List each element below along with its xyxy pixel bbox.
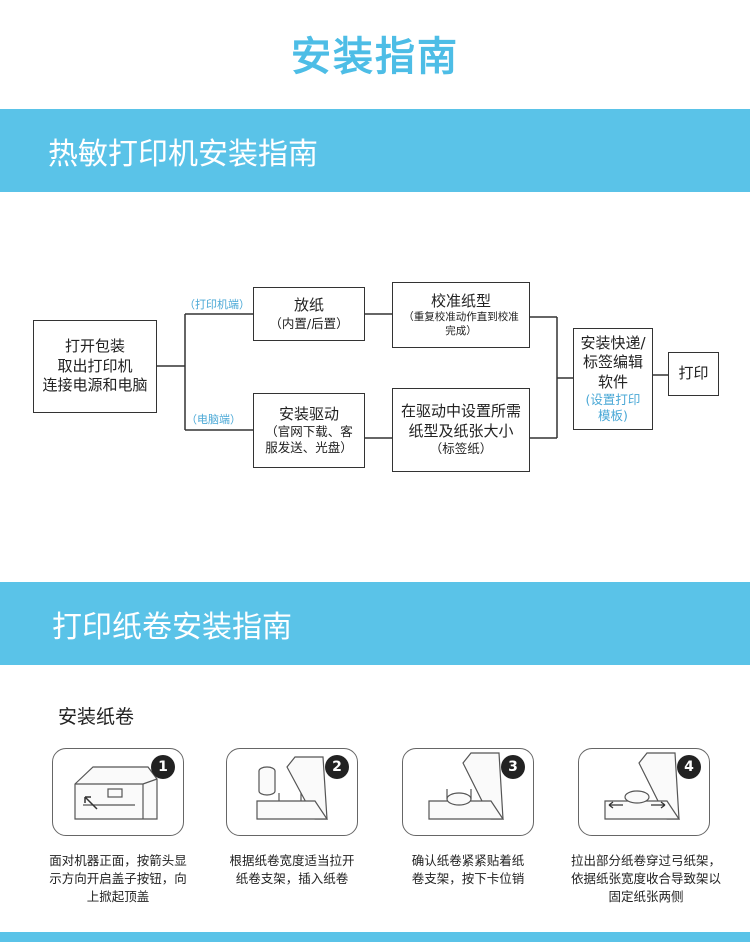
step-number-badge: 1	[151, 755, 175, 779]
software-main-2: 标签编辑	[582, 353, 643, 371]
calibrate-main: 校准纸型	[430, 291, 491, 310]
start-line-1: 打开包装	[64, 337, 125, 356]
driver-sub-1: （官网下载、客	[265, 424, 353, 439]
caption-line: 上掀起顶盖	[86, 889, 150, 905]
page-title: 安装指南	[291, 34, 459, 80]
print-main: 打印	[678, 364, 709, 383]
driver-sub-2: 服发送、光盘）	[265, 440, 353, 456]
step-set-paper-box: 在驱动中设置所需 纸型及纸张大小 （标签纸）	[392, 388, 530, 472]
caption-line: 根据纸卷宽度适当拉开	[229, 853, 355, 868]
install-roll-subtitle: 安装纸卷	[58, 706, 135, 728]
software-sub-1: (设置打印	[585, 392, 641, 407]
paper-main: 放纸	[293, 296, 324, 315]
printer-roll-inserted-icon	[428, 752, 505, 820]
branch-label-printer: （打印机端）	[184, 298, 250, 311]
caption-line: 卷支架，按下卡位销	[411, 871, 525, 887]
step-install-driver-box: 安装驱动 （官网下载、客 服发送、光盘）	[253, 393, 365, 468]
calibrate-sub-1: （重复校准动作直到校准	[403, 311, 519, 324]
section-band-thermal-printer: 热敏打印机安装指南	[0, 109, 750, 192]
section-band-paper-roll: 打印纸卷安装指南	[0, 582, 750, 665]
step-1-caption: 面对机器正面，按箭头显 示方向开启盖子按钮，向 上掀起顶盖	[30, 852, 206, 906]
caption-line: 确认纸卷紧紧贴着纸	[411, 853, 525, 868]
setpaper-main-1: 在驱动中设置所需	[400, 402, 521, 421]
software-main-1: 安装快递/	[580, 333, 646, 352]
step-print-box: 打印	[668, 352, 719, 396]
software-main-3: 软件	[597, 372, 628, 391]
start-line-3: 连接电源和电脑	[42, 376, 148, 395]
step-install-software-box: 安装快递/ 标签编辑 软件 (设置打印 模板)	[573, 328, 653, 430]
caption-line: 依据纸张宽度收合导致架以	[570, 871, 721, 887]
caption-line: 拉出部分纸卷穿过弓纸架，	[570, 853, 721, 868]
driver-main: 安装驱动	[278, 404, 339, 423]
step-4-illustration: 4	[578, 748, 710, 836]
printer-paper-guide-icon	[604, 752, 681, 820]
software-sub-2: 模板)	[598, 408, 628, 424]
step-1-illustration: 1	[52, 748, 184, 836]
step-load-paper-box: 放纸 （内置/后置）	[253, 287, 365, 341]
printer-open-roll-icon	[256, 756, 329, 820]
printer-closed-icon	[74, 766, 158, 820]
start-line-2: 取出打印机	[57, 356, 133, 375]
calibrate-sub-2: 完成）	[445, 324, 477, 337]
setpaper-sub: （标签纸）	[429, 441, 493, 457]
step-number-badge: 2	[325, 755, 349, 779]
step-unpack-box: 打开包装 取出打印机 连接电源和电脑	[33, 320, 157, 413]
step-2-illustration: 2	[226, 748, 358, 836]
footer-band	[0, 932, 750, 942]
caption-line: 面对机器正面，按箭头显	[49, 853, 187, 868]
step-number-badge: 3	[501, 755, 525, 779]
caption-line: 示方向开启盖子按钮，向	[49, 871, 187, 887]
caption-line: 固定纸张两侧	[608, 889, 684, 905]
step-number-badge: 4	[677, 755, 701, 779]
step-3-caption: 确认纸卷紧紧贴着纸 卷支架，按下卡位销	[380, 852, 556, 888]
section-title: 打印纸卷安装指南	[52, 610, 292, 645]
step-4-caption: 拉出部分纸卷穿过弓纸架， 依据纸张宽度收合导致架以 固定纸张两侧	[558, 852, 734, 906]
caption-line: 纸卷支架，插入纸卷	[235, 871, 349, 887]
branch-label-computer: （电脑端）	[186, 413, 241, 426]
step-calibrate-box: 校准纸型 （重复校准动作直到校准 完成）	[392, 282, 530, 348]
paper-sub: （内置/后置）	[269, 315, 349, 331]
section-title: 热敏打印机安装指南	[48, 137, 318, 172]
step-3-illustration: 3	[402, 748, 534, 836]
setpaper-main-2: 纸型及纸张大小	[408, 421, 514, 440]
step-2-caption: 根据纸卷宽度适当拉开 纸卷支架，插入纸卷	[204, 852, 380, 888]
